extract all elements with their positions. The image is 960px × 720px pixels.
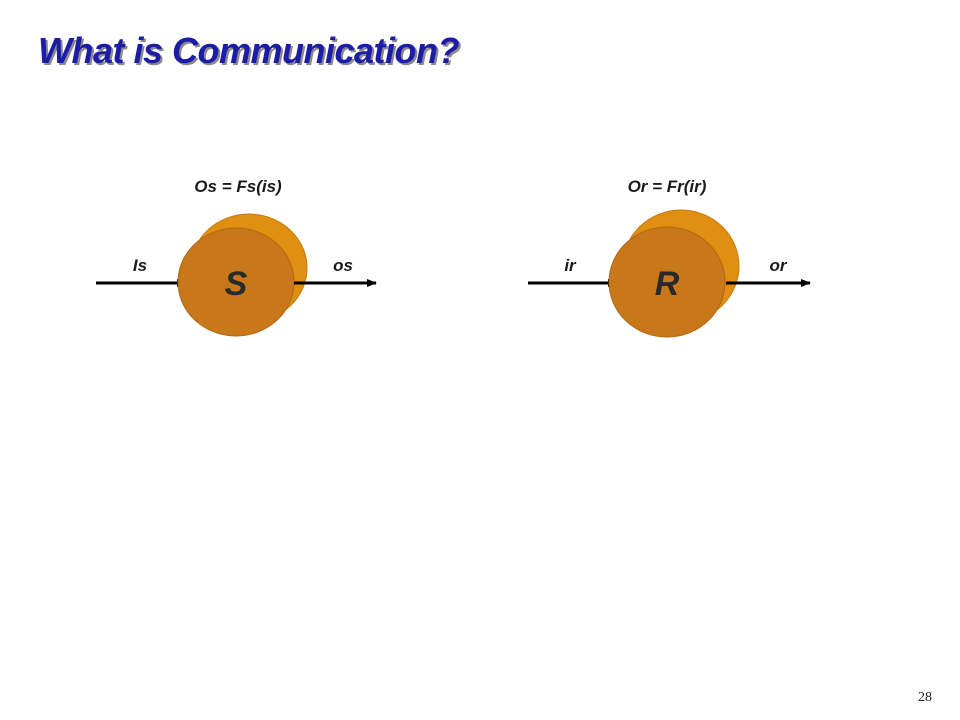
receiver-input-label: ir xyxy=(564,256,577,275)
slide-title: What is Communication? xyxy=(38,30,460,71)
receiver-output-label: or xyxy=(770,256,788,275)
receiver-node: Or = Fr(ir) ir R or xyxy=(528,177,811,338)
sender-input-label: Is xyxy=(133,256,147,275)
receiver-symbol: R xyxy=(655,265,680,303)
sender-output-label: os xyxy=(333,256,353,275)
page-number: 28 xyxy=(918,690,932,705)
sender-node: Os = Fs(is) Is S os xyxy=(96,177,377,337)
sender-symbol: S xyxy=(225,265,248,303)
sender-equation: Os = Fs(is) xyxy=(194,177,282,196)
receiver-equation: Or = Fr(ir) xyxy=(628,177,707,196)
receiver-disc-front xyxy=(608,226,726,338)
